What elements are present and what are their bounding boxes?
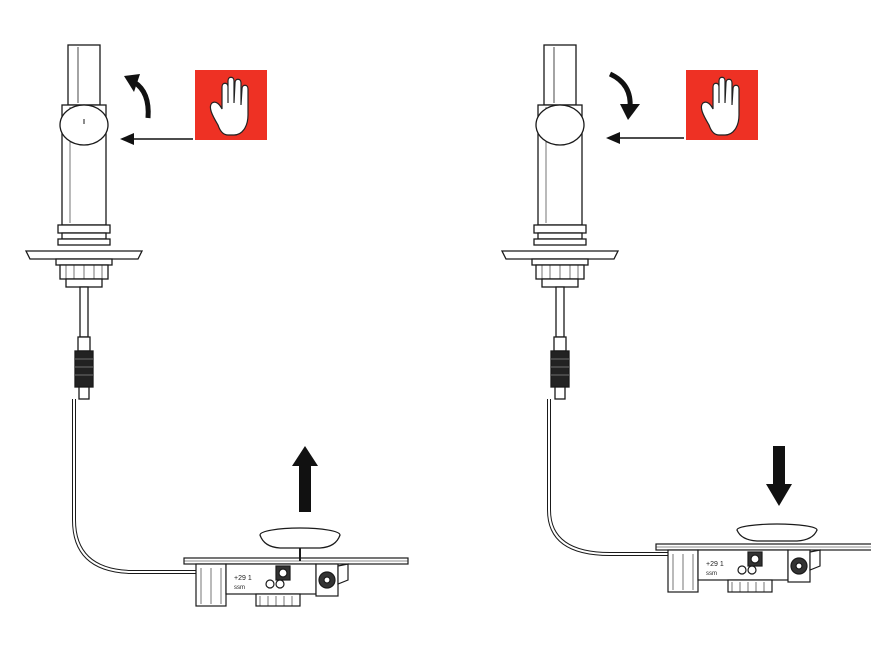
waste-assembly (183, 557, 409, 607)
hand-sign-icon (195, 70, 267, 140)
waste-assembly (655, 543, 871, 593)
left-panel (25, 44, 409, 607)
plug-arrow-icon (292, 446, 318, 512)
cable (547, 399, 706, 556)
plug-arrow-icon (766, 446, 792, 506)
tap (501, 44, 619, 400)
curved-arrow-icon (608, 71, 640, 120)
right-panel (501, 44, 871, 593)
cable (72, 399, 235, 574)
tap (25, 44, 143, 400)
pointer-arrow-icon (606, 132, 684, 144)
hand-sign-icon (686, 70, 758, 140)
plug (259, 527, 341, 561)
pointer-arrow-icon (120, 133, 193, 145)
plug (736, 523, 818, 542)
curved-arrow-icon (124, 74, 151, 119)
